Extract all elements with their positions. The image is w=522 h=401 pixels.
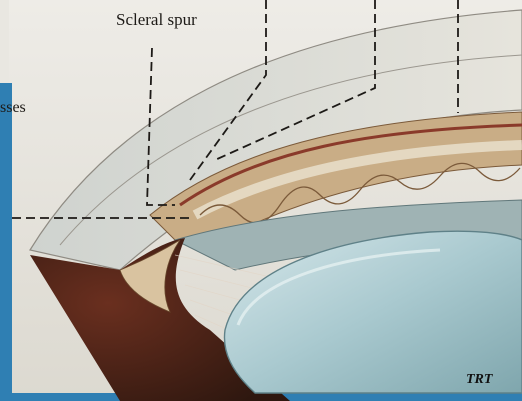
label-left-cut: sses: [0, 99, 26, 117]
svg-text:TRT: TRT: [466, 372, 494, 387]
blue-frame-left: [0, 83, 12, 401]
label-scleral-spur: Scleral spur: [116, 10, 197, 30]
paper-top-left: [0, 0, 9, 83]
artist-signature: TRT: [466, 372, 494, 387]
